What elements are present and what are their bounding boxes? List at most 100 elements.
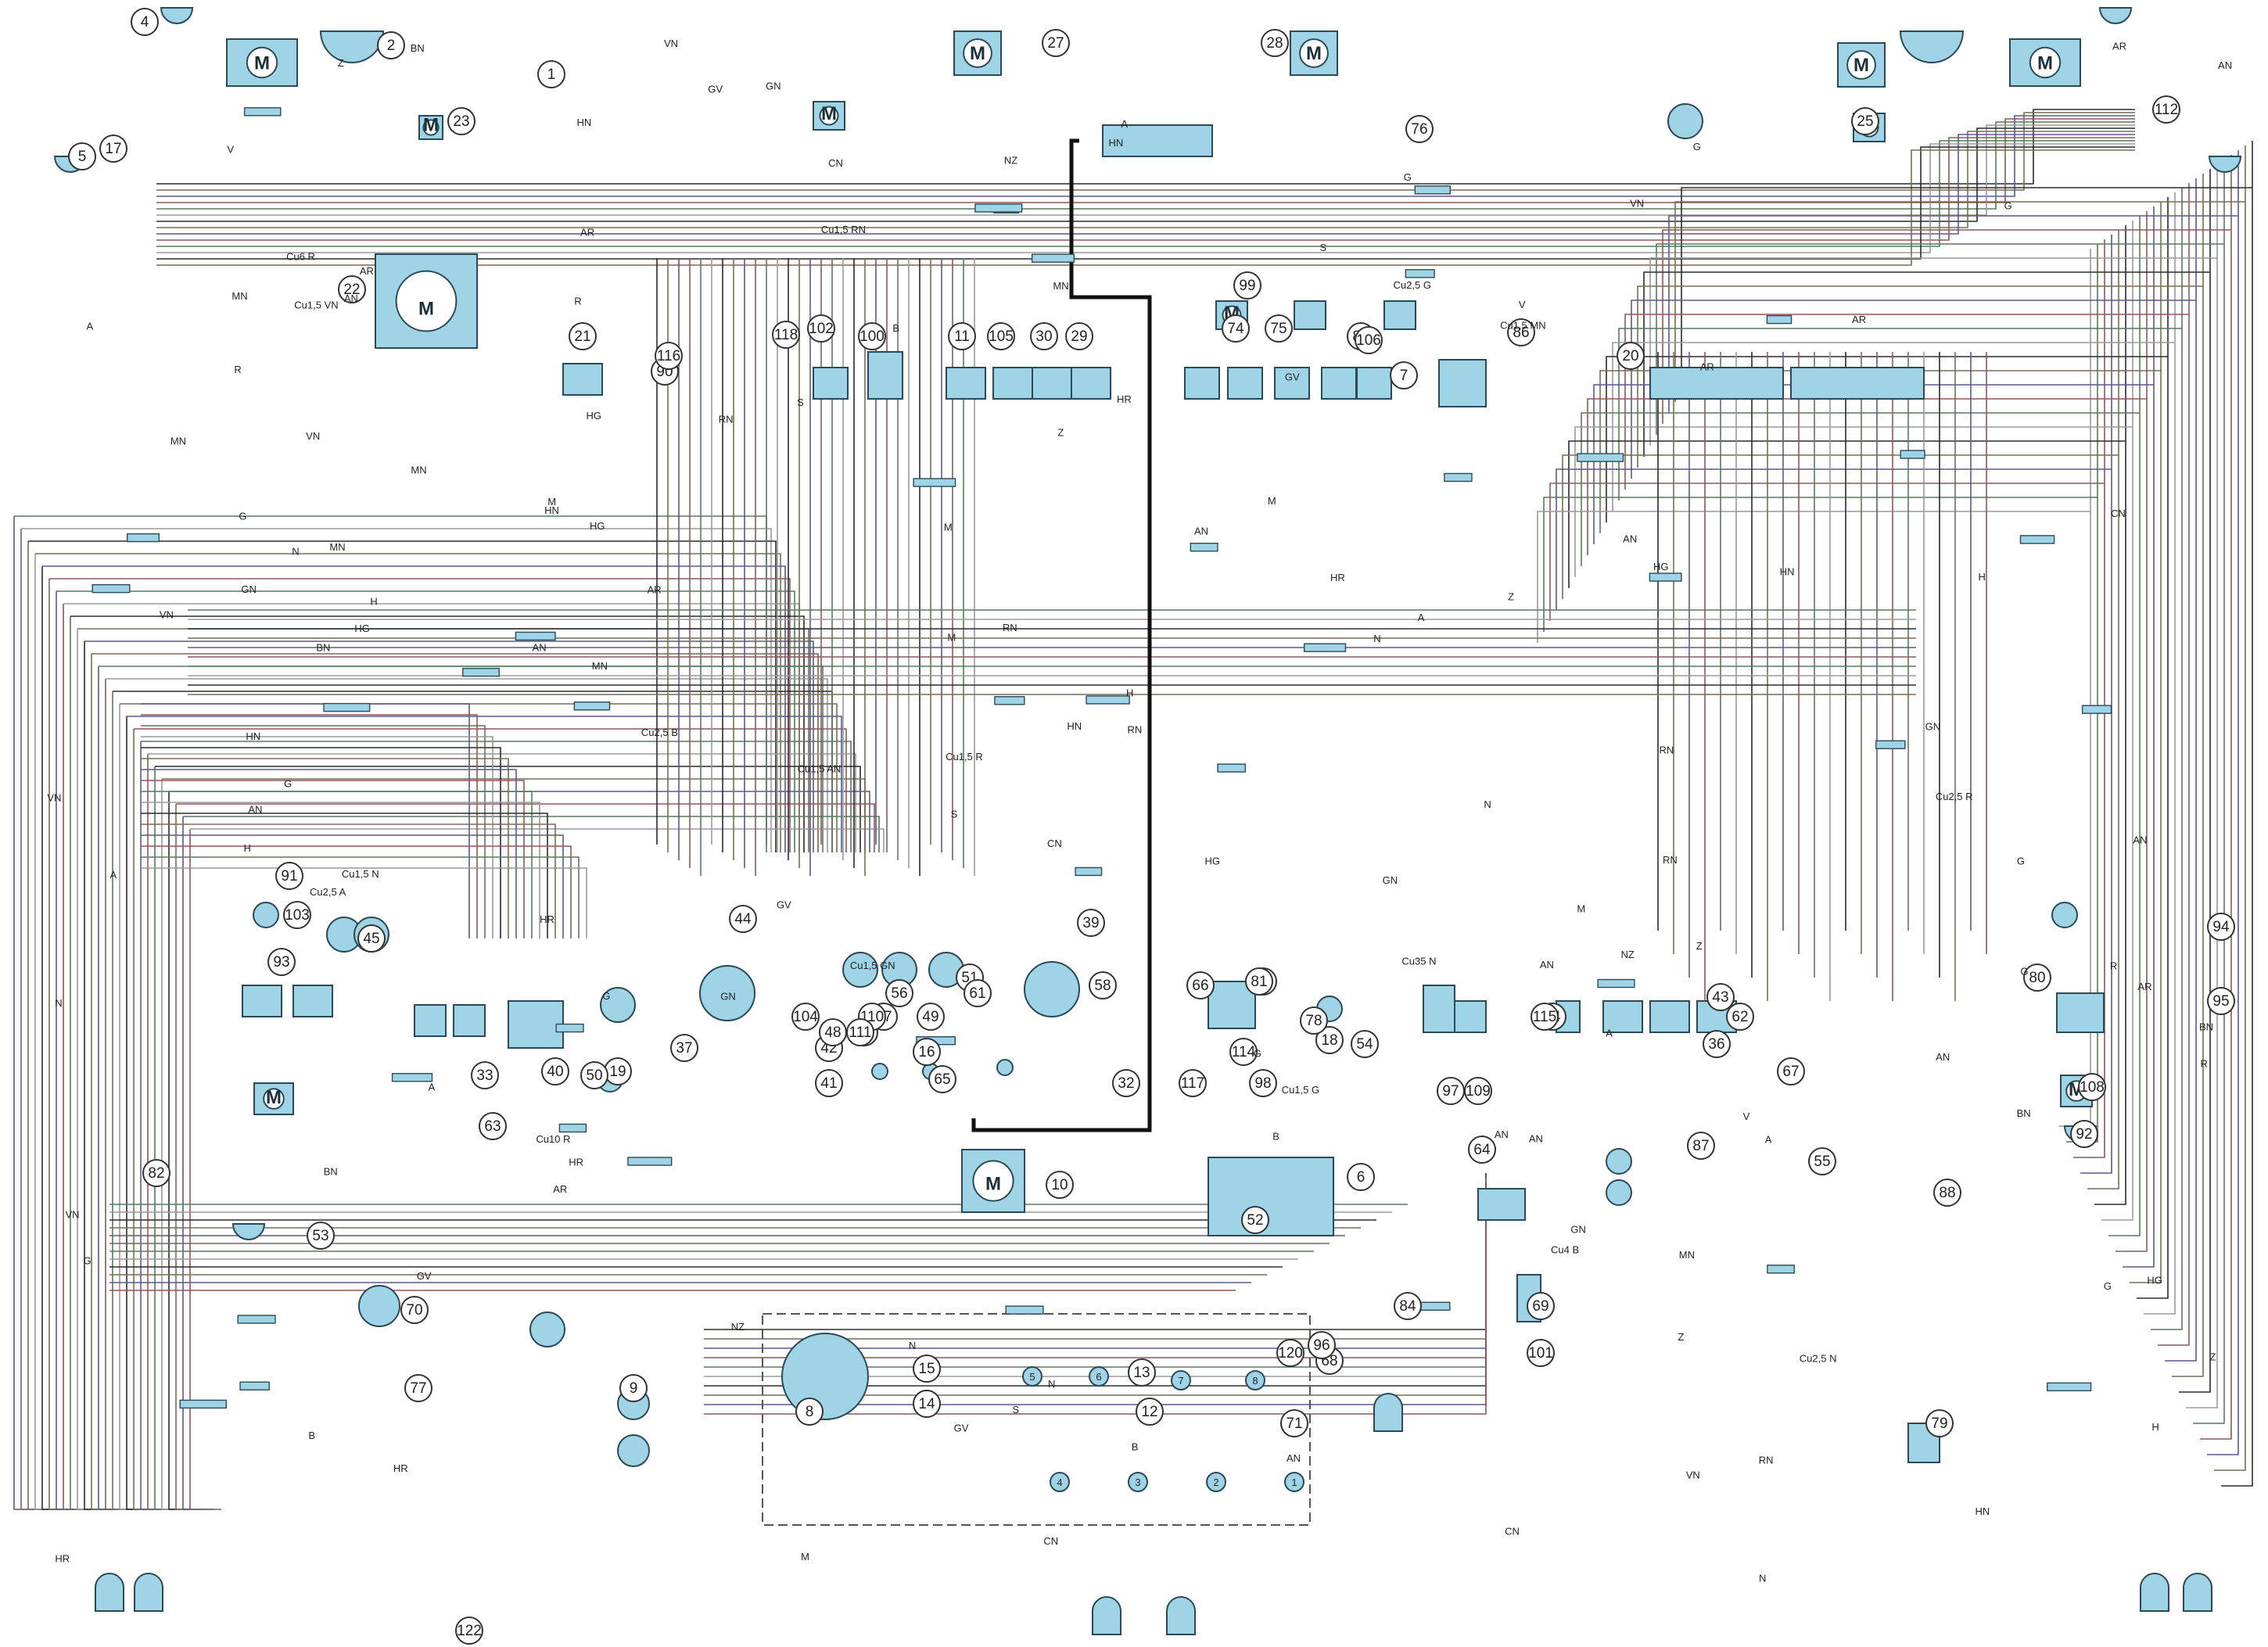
wire-code: GV bbox=[1285, 371, 1300, 382]
component-badge: 56 bbox=[885, 979, 913, 1007]
connector bbox=[1405, 269, 1435, 278]
component-badge: 12 bbox=[1136, 1398, 1164, 1426]
connector bbox=[391, 1073, 433, 1082]
component-badge: 15 bbox=[913, 1355, 941, 1383]
wire-code: S bbox=[1319, 242, 1326, 253]
wire-code: MN bbox=[170, 435, 186, 447]
component-badge: 118 bbox=[772, 321, 800, 349]
wire-code: S bbox=[1012, 1404, 1019, 1416]
component-number: 56 bbox=[891, 985, 907, 1002]
wire-code: MN bbox=[1679, 1249, 1695, 1261]
wire-code: RN bbox=[1759, 1454, 1774, 1466]
wire bbox=[1681, 187, 2252, 391]
cable-size: Cu35 N bbox=[1401, 955, 1436, 967]
component-number: 61 bbox=[969, 985, 985, 1002]
terminal-marker: 6 bbox=[1089, 1366, 1109, 1387]
component-box bbox=[1356, 367, 1392, 400]
wire-code: N bbox=[292, 546, 299, 558]
gauge bbox=[842, 952, 878, 988]
component-number: 50 bbox=[586, 1068, 602, 1084]
wire-code: AR bbox=[2137, 981, 2151, 992]
component-badge: 96 bbox=[1308, 1331, 1336, 1359]
component-box bbox=[453, 1004, 486, 1037]
component-badge: 27 bbox=[1042, 29, 1070, 57]
wire bbox=[2115, 211, 2148, 1252]
component-number: 49 bbox=[922, 1009, 938, 1025]
wire bbox=[2158, 183, 2190, 1346]
wire-code: HN bbox=[544, 504, 559, 516]
wire-code: MN bbox=[1053, 280, 1068, 292]
wire-code: GV bbox=[954, 1422, 969, 1434]
wire-code: A bbox=[1418, 612, 1425, 623]
component-number: 19 bbox=[609, 1064, 626, 1080]
wire bbox=[190, 828, 885, 852]
component-box bbox=[1032, 367, 1072, 400]
wire bbox=[1662, 229, 2231, 424]
connector bbox=[558, 1123, 587, 1133]
motor-symbol bbox=[1846, 50, 1876, 80]
component-badge: 5 bbox=[68, 142, 96, 170]
wire-code: RN bbox=[1003, 622, 1017, 633]
component-number: 48 bbox=[824, 1024, 841, 1041]
component-badge: 80 bbox=[2023, 963, 2051, 992]
wire-code: RN bbox=[719, 414, 734, 425]
component-badge: 82 bbox=[142, 1159, 170, 1187]
wire bbox=[77, 629, 109, 1510]
component-badge: 40 bbox=[541, 1057, 569, 1085]
wire bbox=[156, 131, 2135, 228]
component-badge: 29 bbox=[1065, 322, 1093, 350]
terminal-marker: 2 bbox=[1206, 1472, 1226, 1492]
connector bbox=[1304, 643, 1347, 652]
component-number: 75 bbox=[1270, 321, 1287, 337]
wire bbox=[189, 829, 221, 1510]
motor-symbol bbox=[1299, 38, 1329, 68]
cable-size: Cu2,5 A bbox=[310, 886, 346, 898]
component-number: 66 bbox=[1192, 978, 1208, 994]
wire-code: NZ bbox=[1004, 154, 1017, 166]
cable-size: Cu10 R bbox=[536, 1133, 570, 1145]
motor-symbol bbox=[395, 270, 458, 332]
wire-code: H bbox=[2151, 1421, 2159, 1433]
component-number: 78 bbox=[1305, 1013, 1322, 1029]
wire bbox=[2094, 225, 2126, 1205]
wire-code: Z bbox=[1678, 1331, 1685, 1343]
component-badge: 86 bbox=[1507, 318, 1535, 346]
component-box bbox=[1602, 1000, 1643, 1033]
component-number: 64 bbox=[1473, 1142, 1491, 1158]
wire bbox=[154, 766, 186, 1510]
lamp bbox=[2208, 156, 2242, 173]
wire bbox=[141, 834, 564, 938]
wire bbox=[169, 791, 870, 852]
wire-code: Z bbox=[1696, 940, 1703, 952]
component-badge: 52 bbox=[1241, 1206, 1269, 1234]
component-badge: 30 bbox=[1030, 322, 1058, 350]
wire bbox=[147, 754, 179, 1510]
wire-labels: AHNMANGGVNHGACNVGVRNGBBCNSRNBNNZGMNSVNRV… bbox=[47, 38, 2232, 1584]
wire-code: NZ bbox=[1621, 949, 1635, 960]
wire-code: HR bbox=[540, 913, 554, 925]
wire bbox=[2137, 197, 2169, 1299]
light-unit bbox=[1166, 1596, 1196, 1635]
component-number: 115 bbox=[1533, 1009, 1556, 1025]
light-unit bbox=[1092, 1596, 1121, 1635]
component-number: 106 bbox=[1356, 332, 1381, 349]
component-number: 87 bbox=[1692, 1138, 1709, 1154]
motor-label: M bbox=[418, 298, 434, 319]
component-number: 44 bbox=[734, 911, 752, 928]
component-number: 77 bbox=[410, 1380, 426, 1397]
component-number: 98 bbox=[1254, 1075, 1271, 1092]
component-badge: 91 bbox=[275, 862, 303, 890]
wire-code: M bbox=[944, 522, 953, 533]
component-badge: 11 bbox=[948, 322, 976, 350]
wire bbox=[141, 736, 493, 938]
component-box bbox=[1102, 124, 1213, 157]
component-number: 112 bbox=[2155, 102, 2178, 118]
wire-code: VN bbox=[1686, 1469, 1700, 1481]
motor-label: M bbox=[2037, 53, 2053, 74]
light-unit bbox=[2140, 1573, 2169, 1612]
component-badge: 122 bbox=[455, 1616, 483, 1645]
component-number: 20 bbox=[1622, 348, 1638, 364]
component-number: 109 bbox=[1466, 1083, 1491, 1100]
component-badge: 21 bbox=[569, 322, 597, 350]
component-number: 116 bbox=[657, 348, 680, 364]
